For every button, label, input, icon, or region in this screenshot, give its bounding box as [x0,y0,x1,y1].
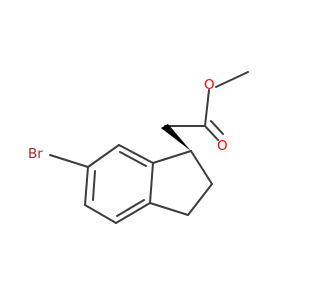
bond-c-carbonyl-o-double-b [210,120,224,135]
bond-c4-c3a [115,202,151,224]
structure-canvas: Br O O [28,71,249,224]
bond-c7a-c1 [152,150,192,164]
molecule-structure: Br O O [28,71,249,224]
carbonyl-oxygen-label: O [217,138,228,154]
stereo-wedge-bond [161,124,191,151]
bond-c7a-c7-inner [119,151,147,167]
bond-c5-c4 [84,204,117,224]
bonds [49,71,249,224]
atom-labels: Br O O [28,77,228,162]
bond-c3a-c7a [149,162,154,204]
bond-c7a-c7 [118,144,154,164]
ester-oxygen-label: O [204,77,215,93]
bond-c6-c5-inner [92,170,96,201]
bond-c4-c3a-inner [116,199,145,217]
bond-c-carbonyl-o-double-a [204,125,219,141]
bond-c1-c2 [190,150,213,185]
bond-c2-c3 [187,183,213,216]
bond-c6-br [49,154,89,168]
bond-o-ester-methyl [215,71,249,88]
bromine-label: Br [28,146,43,162]
bond-c6-c5 [84,166,89,206]
bond-c-carbonyl-o-ester [204,89,210,127]
bond-c3-c3a [149,202,189,216]
bond-c7-c6 [87,144,120,168]
